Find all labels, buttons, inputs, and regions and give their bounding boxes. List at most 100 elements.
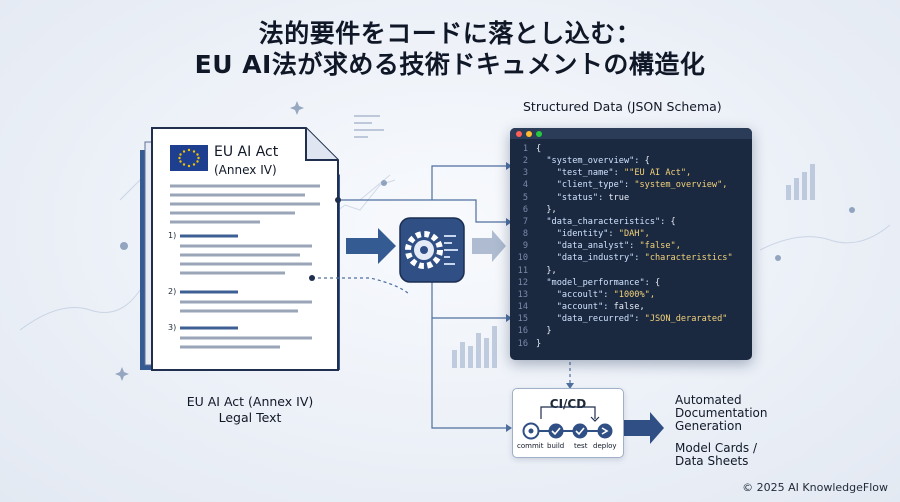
code-line-number: 15 xyxy=(517,314,528,325)
code-line-number: 11 xyxy=(517,265,528,276)
window-maximize-icon xyxy=(536,130,542,137)
code-line-number: 12 xyxy=(517,277,528,288)
code-line-number: 6 xyxy=(522,204,528,215)
connector-gear-to-json-top xyxy=(431,165,506,200)
code-line-text: } xyxy=(536,326,552,337)
code-line-number: 9 xyxy=(522,241,528,252)
document-fold xyxy=(305,128,338,161)
output-line-3: Generation xyxy=(675,419,742,433)
code-line: 3 "test_name": ""EU AI Act", xyxy=(514,167,752,179)
cicd-pipeline-graphic xyxy=(522,406,613,440)
stage-label-deploy: deploy xyxy=(593,442,617,450)
code-line-text: }, xyxy=(536,204,557,215)
structured-data-label: Structured Data (JSON Schema) xyxy=(523,99,722,114)
code-line-text: }, xyxy=(536,265,557,276)
bg-dots xyxy=(120,180,855,261)
bg-text-lines xyxy=(354,115,384,138)
connector-to-cicd xyxy=(431,318,506,429)
code-line-number: 5 xyxy=(522,192,528,203)
deploy-stage-icon xyxy=(597,423,613,439)
code-line-text: "account": false, xyxy=(536,302,645,313)
arrow-cicd-to-output-icon xyxy=(624,412,664,444)
connector-node-b xyxy=(309,275,315,281)
gear-processor-icon xyxy=(399,217,465,283)
build-stage-icon xyxy=(548,423,564,439)
legal-text-label-line-1: EU AI Act (Annex IV) xyxy=(186,394,314,409)
test-stage-icon xyxy=(572,423,588,439)
code-line-text: "system_overview": { xyxy=(536,156,650,167)
window-close-icon xyxy=(516,130,522,137)
code-line: 2 "system_overview": { xyxy=(514,155,752,167)
window-minimize-icon xyxy=(526,130,532,137)
code-line: 14 "account": false, xyxy=(514,301,752,313)
code-line-number: 16 xyxy=(517,326,528,337)
code-line: 4 "client_type": "system_overview", xyxy=(514,179,752,191)
code-line-number: 7 xyxy=(522,216,528,227)
stage-label-test: test xyxy=(574,442,588,450)
code-line: 1{ xyxy=(514,143,752,155)
code-line: 8 "identity": "DAH", xyxy=(514,228,752,240)
legal-text-label: EU AI Act (Annex IV) Legal Text xyxy=(150,394,350,426)
code-line-number: 2 xyxy=(522,156,528,167)
code-line-text: "status": true xyxy=(536,192,630,203)
code-line-number: 4 xyxy=(522,180,528,191)
commit-stage-icon xyxy=(522,422,540,440)
title-line-2: EU AI法が求める技術ドキュメントの構造化 xyxy=(194,50,706,79)
arrow-heads xyxy=(506,162,574,432)
code-line-text: "identity": "DAH", xyxy=(536,229,650,240)
connector-doc-to-gear xyxy=(312,277,411,296)
code-line: 10 "data_industry": "characteristics" xyxy=(514,252,752,264)
bg-bars-mid xyxy=(452,326,497,368)
document-item-marker-3: 3) xyxy=(168,323,177,332)
code-line-number: 14 xyxy=(517,302,528,313)
code-line-text: "client_type": "system_overview", xyxy=(536,180,728,191)
arrow-doc-to-gear-icon xyxy=(346,228,396,264)
json-code-block: 1{2 "system_overview": {3 "test_name": "… xyxy=(510,139,752,350)
output-model-cards-label: Model Cards / Data Sheets xyxy=(675,442,757,468)
output-line-1: Automated xyxy=(675,393,742,407)
document-heading-line-2: (Annex IV) xyxy=(214,163,277,177)
output-automated-docs-label: Automated Documentation Generation xyxy=(675,394,768,433)
code-line: 5 "status": true xyxy=(514,192,752,204)
code-line-text: "accoult": "1000%", xyxy=(536,289,656,300)
json-code-window: 1{2 "system_overview": {3 "test_name": "… xyxy=(510,128,752,360)
document-item-marker-1: 1) xyxy=(168,231,177,240)
bg-bars-right xyxy=(786,164,815,200)
document-item-marker-2: 2) xyxy=(168,287,177,296)
output-line-2: Documentation xyxy=(675,406,768,420)
arrow-gear-to-json-icon xyxy=(472,230,506,262)
document-heading: EU AI Act (Annex IV) xyxy=(214,143,304,179)
code-line-text: "data_characteristics": { xyxy=(536,216,676,227)
document-text-lines xyxy=(170,184,320,349)
code-line-text: } xyxy=(536,338,542,349)
stage-label-commit: commit xyxy=(517,442,544,450)
stage-label-build: build xyxy=(547,442,565,450)
code-line-text: "data_analyst": "false", xyxy=(536,241,681,252)
code-line-text: "data_industry": "characteristics" xyxy=(536,253,733,264)
code-line: 12 "model_performance": { xyxy=(514,277,752,289)
connector-node-a xyxy=(335,197,341,203)
legal-text-label-line-2: Legal Text xyxy=(218,410,282,425)
code-line: 16 } xyxy=(514,325,752,337)
bg-curve-left xyxy=(19,289,141,331)
code-line-text: "test_name": ""EU AI Act", xyxy=(536,168,692,179)
bg-line-b xyxy=(359,174,391,201)
code-line: 16} xyxy=(514,338,752,350)
code-line-text: "model_performance": { xyxy=(536,277,661,288)
code-line-number: 3 xyxy=(522,168,528,179)
code-window-titlebar xyxy=(510,128,752,139)
code-line: 6 }, xyxy=(514,204,752,216)
code-line-text: { xyxy=(536,144,542,154)
eu-flag-icon xyxy=(170,145,208,171)
code-line-number: 16 xyxy=(517,338,528,349)
title-line-1: 法的要件をコードに落とし込む： xyxy=(258,19,642,48)
code-line-number: 13 xyxy=(517,289,528,300)
code-line: 9 "data_analyst": "false", xyxy=(514,240,752,252)
code-line-number: 10 xyxy=(517,253,528,264)
code-line: 11 }, xyxy=(514,265,752,277)
bg-curve-right xyxy=(759,224,891,251)
connector-lines xyxy=(312,165,571,429)
document-heading-line-1: EU AI Act xyxy=(214,144,279,160)
